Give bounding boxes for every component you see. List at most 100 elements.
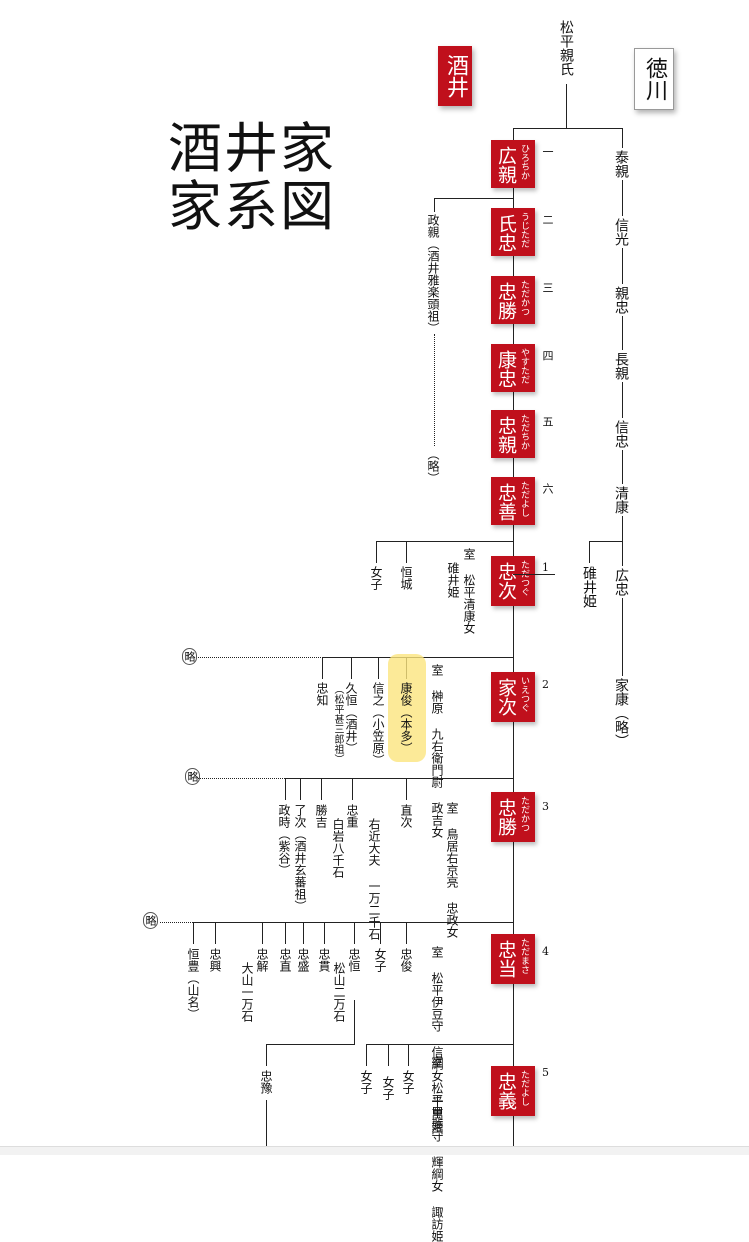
tadamasa-child-drop [262, 922, 263, 944]
hirotada-branch [589, 541, 622, 542]
highlight-yasutoshi [388, 654, 426, 762]
tadayo-stem [266, 1100, 267, 1146]
lord-box-tadayoshi: 忠義 ただよし [491, 1066, 535, 1116]
tadayoshi-branch [366, 1044, 513, 1045]
tadakatsu-child: 政時（紫谷） [277, 804, 291, 876]
tokugawa-person: 広忠 [613, 566, 629, 598]
tadakatsu-wife: 室 鳥居右京亮 忠政女 [445, 802, 459, 938]
tokugawa-person: 親忠 [613, 284, 629, 316]
masachika: 政親（酒井雅楽頭祖） [426, 214, 440, 334]
tadamasa-child-note: 大山一万石 [240, 962, 254, 1022]
masachika-branch-h [434, 198, 513, 199]
tadatsugu-branch [376, 541, 513, 542]
tadamasa-child-drop [215, 922, 216, 944]
ietsugu-child-note: （松平甚三郎祖） [332, 684, 343, 764]
ietsugu-child-drop [322, 657, 323, 679]
tadamasa-child-drop [324, 922, 325, 944]
ietsugu-child-yasutoshi: 康俊（本多） [399, 682, 413, 754]
tadamasa-child-drop [406, 922, 407, 944]
tadayoshi-child-drop [366, 1044, 367, 1066]
lord-box-tadatsugu: 忠次 ただつぐ [491, 556, 535, 606]
generation-number: 1 [542, 561, 549, 574]
tokugawa-person: 長親 [613, 350, 629, 382]
tadayoshi-wife: 室 松平甲斐守 輝綱女 諏訪姫 [430, 1056, 444, 1242]
title-line-2: 家系図 [168, 175, 336, 238]
root-stem [566, 84, 567, 128]
tadamasa-child-drop [285, 922, 286, 944]
tadamasa-wife: 室 松平伊豆守 信綱女 千萬姫 [430, 946, 444, 1132]
generation-number: 3 [542, 800, 549, 813]
tadayoshi-child-drop [408, 1044, 409, 1066]
ryaku-mark: 略 [143, 912, 158, 929]
tadayoshi-child: 女子 [359, 1070, 373, 1094]
usui-link [513, 574, 555, 575]
tadakatsu-child-drop [285, 778, 286, 800]
tadakatsu-child-note: 右近大夫 一万二千石 [367, 818, 381, 940]
tadatsugu-wife: 室 松平清康女 [462, 548, 476, 634]
tadayoshi-child: 女子 [381, 1076, 395, 1100]
tokugawa-person: 清康 [613, 484, 629, 516]
tadamasa-child-drop [193, 922, 194, 944]
tadakatsu-child: 了次（酒井玄蕃祖） [293, 804, 307, 912]
tokugawa-person: 泰親 [613, 148, 629, 180]
ancestor-box-hirochika: 広親 ひろちか [491, 140, 535, 188]
tadamasa-child-drop [380, 922, 381, 944]
masachika-dotted-line [434, 334, 435, 446]
root-branch [513, 128, 623, 129]
lord-box-ietsugu: 家次 いえつぐ [491, 672, 535, 722]
lord-box-tadakatsu: 忠勝 ただかつ [491, 792, 535, 842]
sakai-clan-label: 酒井 [438, 46, 472, 106]
usui-hime-tokugawa: 碓井姫 [581, 566, 597, 608]
ietsugu-child: 信之（小笠原） [371, 682, 385, 766]
tokugawa-person: 信忠 [613, 418, 629, 450]
page-title: 酒井家 家系図 [168, 120, 336, 236]
generation-number: 5 [542, 1066, 549, 1079]
family-tree-page: 酒井家 家系図 酒井 徳川 松平親氏 広親 ひろちか 一 氏忠 うじただ 二 忠… [0, 20, 749, 1242]
ancestor-box-yasutada: 康忠 やすただ [491, 344, 535, 392]
tokugawa-clan-label: 徳川 [634, 48, 674, 110]
tadakatsu-child-drop [406, 778, 407, 800]
generation-mark: 六 [541, 483, 554, 494]
tadayoshi-child-drop [388, 1044, 389, 1066]
masachika-branch-v [434, 198, 435, 212]
tadamasa-child: 恒豊（山名） [186, 948, 200, 1020]
generation-mark: 五 [541, 416, 554, 427]
tadamasa-child-drop [303, 922, 304, 944]
bottom-edge-bar [0, 1146, 749, 1155]
tadatsugu-child: 恒城 [399, 566, 413, 590]
tadamasa-child-drop [354, 922, 355, 944]
tadatsugu-child-drop [376, 541, 377, 563]
tadatsugu-child-drop [406, 541, 407, 563]
tadamasa-child: 忠解 [255, 948, 269, 972]
ancestor-box-tadachika: 忠親 ただちか [491, 410, 535, 458]
tadamasa-child: 忠俊 [399, 948, 413, 972]
generation-mark: 二 [541, 214, 554, 225]
tadakatsu-child-drop [321, 778, 322, 800]
ietsugu-child-drop [378, 657, 379, 679]
masachika-ryaku: （略） [426, 448, 440, 484]
tadakatsu-child-note: 白岩八千石 [331, 818, 345, 878]
root-ancestor: 松平親氏 [558, 20, 574, 76]
tadayo-branch [266, 1044, 355, 1045]
ryaku-mark: 略 [185, 768, 200, 785]
tadamasa-child: 忠盛 [296, 948, 310, 972]
tadamasa-child-note: 松山二万石 [332, 962, 346, 1022]
tadamasa-child: 忠興 [208, 948, 222, 972]
title-line-1: 酒井家 [168, 117, 336, 180]
tadamasa-branch [193, 922, 513, 923]
tadamasa-child: 女子 [373, 948, 387, 972]
tadakatsu-child: 忠重 [345, 804, 359, 828]
tadakatsu-child-drop [352, 778, 353, 800]
usui-hime: 碓井姫 [446, 562, 460, 598]
hirotada-drop [589, 541, 590, 563]
tadamasa-child: 忠貫 [317, 948, 331, 972]
generation-mark: 一 [541, 146, 554, 157]
tadakatsu-child-drop [300, 778, 301, 800]
tadatsune-down [354, 1000, 355, 1044]
ancestor-box-tadakatsu-early: 忠勝 ただかつ [491, 276, 535, 324]
tadamasa-child: 忠恒 [347, 948, 361, 972]
lord-box-tadamasa: 忠当 ただまさ [491, 934, 535, 984]
ancestor-box-ujitada: 氏忠 うじただ [491, 208, 535, 256]
generation-mark: 四 [541, 350, 554, 361]
ietsugu-child: 久恒（酒井） [344, 682, 358, 754]
